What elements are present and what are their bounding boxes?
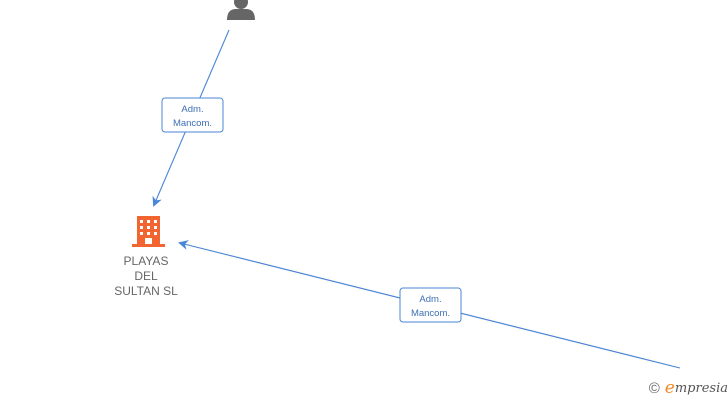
brand-name: mpresia: [674, 380, 728, 396]
edge-label-line-2: Mancom.: [173, 118, 212, 129]
edge-label-line-2: Mancom.: [411, 308, 450, 319]
company-label-line-3: SULTAN SL: [114, 284, 178, 298]
person-node[interactable]: [227, 0, 255, 20]
company-label-line-2: DEL: [134, 269, 158, 283]
edge-label-line-1: Adm.: [181, 104, 203, 115]
copyright-symbol: ©: [648, 379, 660, 397]
building-icon: [132, 216, 165, 247]
person-icon: [227, 0, 255, 20]
edge-label-line-1: Adm.: [419, 294, 441, 305]
brand-initial: e: [664, 378, 675, 398]
edge-offscreen-to-company: Adm. Mancom.: [178, 240, 681, 369]
company-node[interactable]: PLAYAS DEL SULTAN SL: [114, 216, 178, 298]
company-label-line-1: PLAYAS: [124, 254, 169, 268]
edge-person-to-company: Adm. Mancom.: [152, 29, 230, 207]
edge-label-box[interactable]: Adm. Mancom.: [161, 97, 224, 133]
edge-label-box[interactable]: Adm. Mancom.: [399, 287, 462, 323]
